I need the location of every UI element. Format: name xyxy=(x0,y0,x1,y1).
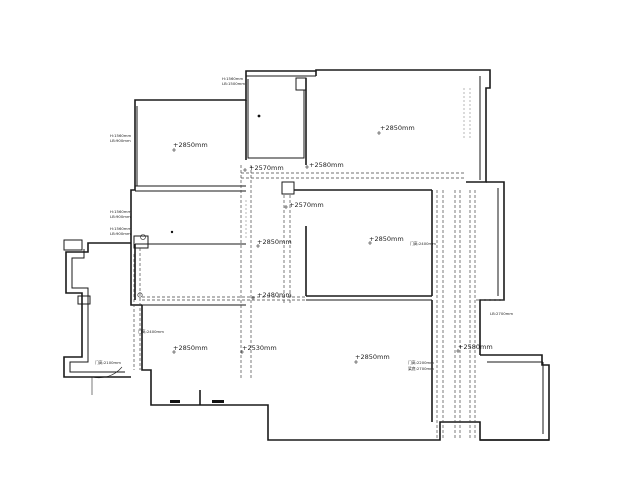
note-lb-right: LB:2700mm xyxy=(490,311,513,316)
left-balcony-sill xyxy=(77,295,91,305)
svg-text:+2850mm: +2850mm xyxy=(380,124,415,132)
outer-walls xyxy=(130,69,550,441)
svg-text:+2850mm: +2850mm xyxy=(173,344,208,352)
interior-walls xyxy=(133,77,433,422)
wall-balcony xyxy=(480,354,550,441)
floor-drain-1 xyxy=(170,400,180,403)
note-door-right-line-2: 梁底:2700mm xyxy=(408,366,434,371)
note-top-line-1: H:1560mm xyxy=(222,76,243,81)
ceiling-lines xyxy=(133,88,504,440)
note-door-far-left: 门高:2100mm xyxy=(95,360,121,365)
floor-drain-2 xyxy=(212,400,224,403)
wall-left-balcony xyxy=(63,242,131,378)
note-left-3-line-1: H:1560mm xyxy=(110,226,131,231)
ceiling-labels: +2850mm +2850mm +2850mm +2850mm +2850mm … xyxy=(172,124,493,364)
note-left-1-line-2: LB:900mm xyxy=(110,138,131,143)
outlet-1 xyxy=(140,234,146,240)
column-1 xyxy=(281,181,295,195)
ceiling-label-bedroom-top: +2850mm xyxy=(368,235,404,245)
svg-text:+2570mm: +2570mm xyxy=(289,201,324,209)
ceiling-label-room-bottom-center: +2530mm xyxy=(240,344,277,354)
column-3 xyxy=(133,235,149,249)
ceiling-label-corridor-top: +2570mm xyxy=(284,201,324,209)
note-door-bottom-left: 门高:2400mm xyxy=(138,329,164,334)
wall-right-facade xyxy=(479,181,505,355)
far-left-balcony xyxy=(63,239,131,395)
wall-left-balcony-inner xyxy=(69,249,125,373)
left-balcony-post xyxy=(63,239,83,251)
ceiling-label-room-bottom-left: +2850mm xyxy=(172,344,208,354)
ceiling-label-corridor-mid: +2850mm xyxy=(256,238,292,248)
ceiling-label-bedroom-left: +2850mm xyxy=(172,141,208,152)
svg-text:+2850mm: +2850mm xyxy=(257,238,292,246)
svg-text:+2850mm: +2850mm xyxy=(369,235,404,243)
svg-text:+2480mm: +2480mm xyxy=(257,291,292,299)
wall-top xyxy=(245,69,491,183)
svg-text:+2580mm: +2580mm xyxy=(309,161,344,169)
wall-bath xyxy=(247,79,305,159)
small-notes: H:1560mm LB:1500mm H:1560mm LB:900mm H:1… xyxy=(95,76,513,371)
svg-text:+2530mm: +2530mm xyxy=(242,344,277,352)
ceiling-label-balcony-right: +2580mm xyxy=(456,343,493,353)
note-left-1-line-1: H:1560mm xyxy=(110,133,131,138)
note-door-center: 门高:2400mm xyxy=(410,241,436,246)
symbols xyxy=(137,114,261,405)
svg-text:+2850mm: +2850mm xyxy=(355,353,390,361)
note-door-right-line-1: 门高:2200mm xyxy=(408,360,434,365)
wall-bottom xyxy=(141,305,549,441)
svg-text:+2580mm: +2580mm xyxy=(458,343,493,351)
light-dot-2 xyxy=(170,230,174,234)
note-left-3-line-2: LB:900mm xyxy=(110,231,131,236)
light-dot-1 xyxy=(257,114,261,118)
column-2 xyxy=(295,77,307,91)
note-left-2-line-2: LB:900mm xyxy=(110,214,131,219)
ceiling-label-corridor-low: +2480mm xyxy=(251,291,292,300)
ceiling-label-living: +2850mm xyxy=(377,124,415,135)
svg-text:+2850mm: +2850mm xyxy=(173,141,208,149)
ceiling-label-bath-top-1: +2570mm xyxy=(243,164,284,172)
note-left-2-line-1: H:1560mm xyxy=(110,209,131,214)
svg-text:+2570mm: +2570mm xyxy=(249,164,284,172)
outlet-2 xyxy=(137,292,143,298)
ceiling-label-room-center: +2850mm xyxy=(354,353,390,364)
note-top-line-2: LB:1500mm xyxy=(222,81,245,86)
door-swing-left xyxy=(91,366,123,379)
ceiling-label-bath-top-2: +2580mm xyxy=(305,161,344,169)
